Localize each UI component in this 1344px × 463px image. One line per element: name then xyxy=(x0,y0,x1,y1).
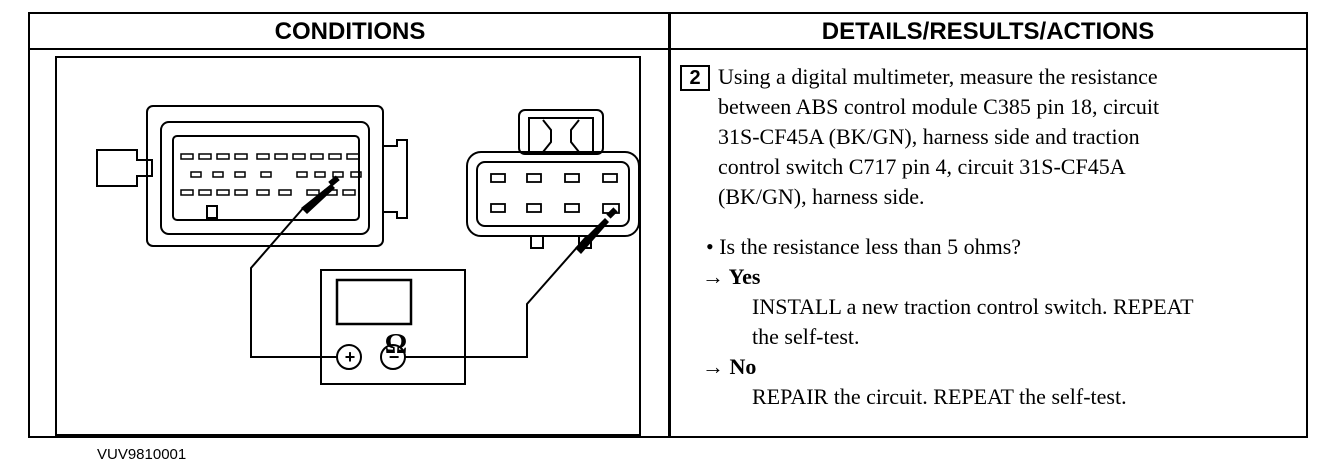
conditions-header: CONDITIONS xyxy=(30,14,670,50)
conditions-illustration: Ω + − VUV9810001 xyxy=(55,56,641,463)
details-content: 2 Using a digital multimeter, measure th… xyxy=(680,62,1300,412)
action-no: REPAIR the circuit. REPEAT the self-test… xyxy=(752,384,1127,409)
instruction-line: 31S-CF45A (BK/GN), harness side and trac… xyxy=(718,124,1140,149)
question: • Is the resistance less than 5 ohms? xyxy=(706,234,1022,259)
connector-c385-icon xyxy=(96,105,408,247)
details-header: DETAILS/RESULTS/ACTIONS xyxy=(670,14,1306,50)
action-yes-line: the self-test. xyxy=(752,324,860,349)
test-lead-left xyxy=(250,205,337,358)
procedure-table: CONDITIONS DETAILS/RESULTS/ACTIONS xyxy=(28,12,1308,463)
wiring-diagram xyxy=(96,105,639,385)
connector-c717-icon xyxy=(466,109,639,249)
ohm-symbol: Ω xyxy=(384,329,408,360)
instruction-line: Using a digital multimeter, measure the … xyxy=(718,64,1158,89)
column-divider xyxy=(668,14,671,436)
answer-yes: → Yes xyxy=(702,264,761,289)
instruction-line: between ABS control module C385 pin 18, … xyxy=(718,94,1160,119)
instruction-line: control switch C717 pin 4, circuit 31S-C… xyxy=(718,154,1126,179)
minus-terminal: − xyxy=(388,347,400,367)
plus-terminal: + xyxy=(344,347,356,367)
step-number: 2 xyxy=(680,65,710,91)
step-2: 2 Using a digital multimeter, measure th… xyxy=(680,62,1300,212)
step-instruction: Using a digital multimeter, measure the … xyxy=(718,62,1300,212)
test-lead-right xyxy=(405,235,588,358)
instruction-line: (BK/GN), harness side. xyxy=(718,184,925,209)
action-yes-line: INSTALL a new traction control switch. R… xyxy=(752,294,1194,319)
figure-id: VUV9810001 xyxy=(97,446,187,463)
answer-no: → No xyxy=(702,354,757,379)
